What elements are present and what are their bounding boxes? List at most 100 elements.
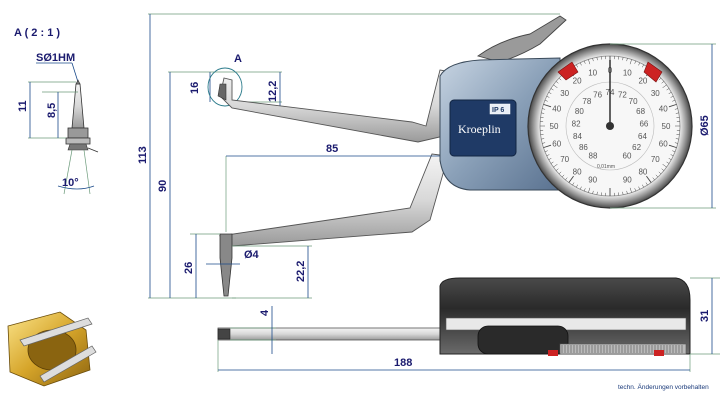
dial-tick xyxy=(634,188,637,192)
footer-note: techn. Änderungen vorbehalten xyxy=(618,383,709,391)
dial-tick xyxy=(629,187,632,193)
dial-tick xyxy=(675,138,679,140)
dial-tick xyxy=(638,186,641,190)
side-tip xyxy=(217,328,231,340)
dial-indicator: 9080706050403020100102030405060708090 88… xyxy=(527,43,693,209)
dial-tick xyxy=(661,81,665,84)
dial-tick xyxy=(668,103,677,108)
dial-scale-label: 60 xyxy=(659,139,668,148)
dial-tick xyxy=(542,108,546,110)
dial-tick xyxy=(553,84,558,88)
dial-scale-label: 84 xyxy=(573,132,582,141)
dim-22-2: 22,2 xyxy=(295,261,307,282)
dim-8-5: 8,5 xyxy=(46,103,58,118)
dial-scale-label: 60 xyxy=(623,151,632,160)
dial-tick xyxy=(592,190,594,194)
dial-scale-label: 70 xyxy=(629,97,638,106)
tolerance-marker-left xyxy=(557,61,579,81)
side-arm xyxy=(217,327,467,341)
dial-tick xyxy=(646,175,652,183)
dial-tick xyxy=(543,144,552,149)
dial-scale-label: 50 xyxy=(550,122,559,131)
dial-tick xyxy=(565,177,568,181)
dial-scale-label: 10 xyxy=(623,69,632,78)
dial-tick xyxy=(638,62,641,66)
dial-tick xyxy=(548,158,552,160)
detail-view-a: A ( 2 : 1 ) SØ1HM 11 8,5 10° xyxy=(14,27,99,195)
side-tolerance-marker-right xyxy=(654,350,664,356)
dial-tick xyxy=(652,177,655,181)
dial-scale-label: 80 xyxy=(638,167,647,176)
dim-11: 11 xyxy=(17,100,29,112)
dial-tick xyxy=(670,154,674,157)
dial-scale-label: 60 xyxy=(552,139,561,148)
dial-tick xyxy=(622,57,624,61)
dial-tick xyxy=(541,112,545,114)
front-view: 113 90 16 12,2 A 85 26 Ø4 xyxy=(137,13,716,299)
dial-tick xyxy=(588,187,591,193)
dial-tick xyxy=(626,58,628,62)
dial-tick xyxy=(542,142,546,144)
dial-tick xyxy=(546,154,550,157)
dim-phi65: Ø65 xyxy=(699,115,711,136)
dial-tick xyxy=(576,64,578,68)
dial-tick xyxy=(543,103,552,108)
dial-tick xyxy=(666,161,670,164)
dial-tick xyxy=(541,138,545,140)
dial-scale-label: 90 xyxy=(588,175,597,184)
dim-31: 31 xyxy=(699,310,711,322)
dial-tick xyxy=(579,186,582,190)
bezel-knurling xyxy=(561,345,683,353)
side-lever xyxy=(477,325,569,355)
dial-tick xyxy=(572,182,575,186)
lower-measuring-arm xyxy=(218,153,449,247)
dial-inner-scale: 888684828078767472706866646260 xyxy=(572,88,649,160)
side-bezel-knurl xyxy=(559,343,687,355)
dial-tick xyxy=(658,77,662,81)
dim-26: 26 xyxy=(183,262,195,274)
dial-tick xyxy=(672,150,676,153)
side-tolerance-marker-left xyxy=(548,350,558,356)
dim-arc-10deg xyxy=(57,185,95,190)
dial-scale-label: 40 xyxy=(552,105,561,114)
dial-scale-label: 30 xyxy=(651,89,660,98)
dial-tick xyxy=(674,142,678,144)
dim-phi4: Ø4 xyxy=(244,249,260,261)
dial-tick xyxy=(546,95,550,98)
dial-tick xyxy=(668,158,672,160)
dial-tick xyxy=(661,168,665,171)
dial-tick xyxy=(675,112,679,114)
dial-scale-label: 90 xyxy=(623,175,632,184)
dial-tick xyxy=(626,190,628,194)
dial-tick xyxy=(662,164,667,168)
dial-tick xyxy=(596,191,598,195)
dial-resolution: 0,01mm xyxy=(597,164,615,170)
dial-tick xyxy=(672,99,676,102)
dial-scale-label: 76 xyxy=(593,90,602,99)
dial-tick xyxy=(558,77,562,81)
dim-90: 90 xyxy=(157,180,169,192)
ip-badge: IP 6 xyxy=(492,107,504,114)
dial-tick xyxy=(592,58,594,62)
upper-measuring-arm xyxy=(219,69,453,143)
dial-tick xyxy=(588,59,591,65)
dial-scale-label: 50 xyxy=(662,122,671,131)
dim-4: 4 xyxy=(259,309,271,316)
dial-tick xyxy=(668,144,677,149)
probe-tip-detail xyxy=(65,79,99,153)
dial-scale-label: 86 xyxy=(579,143,588,152)
dim-10deg: 10° xyxy=(62,177,79,189)
dial-scale-label: 62 xyxy=(632,143,641,152)
dial-scale-label: 72 xyxy=(618,90,627,99)
dial-tick xyxy=(579,62,582,66)
dial-tick xyxy=(662,84,667,88)
ext-line xyxy=(83,149,91,195)
dial-tick xyxy=(555,81,559,84)
dial-scale-label: 10 xyxy=(588,69,597,78)
tolerance-marker-right xyxy=(643,61,663,83)
dial-scale-label: 66 xyxy=(639,119,648,128)
dial-scale-label: 30 xyxy=(560,89,569,98)
lower-tip xyxy=(219,233,233,297)
dim-85: 85 xyxy=(326,143,338,155)
